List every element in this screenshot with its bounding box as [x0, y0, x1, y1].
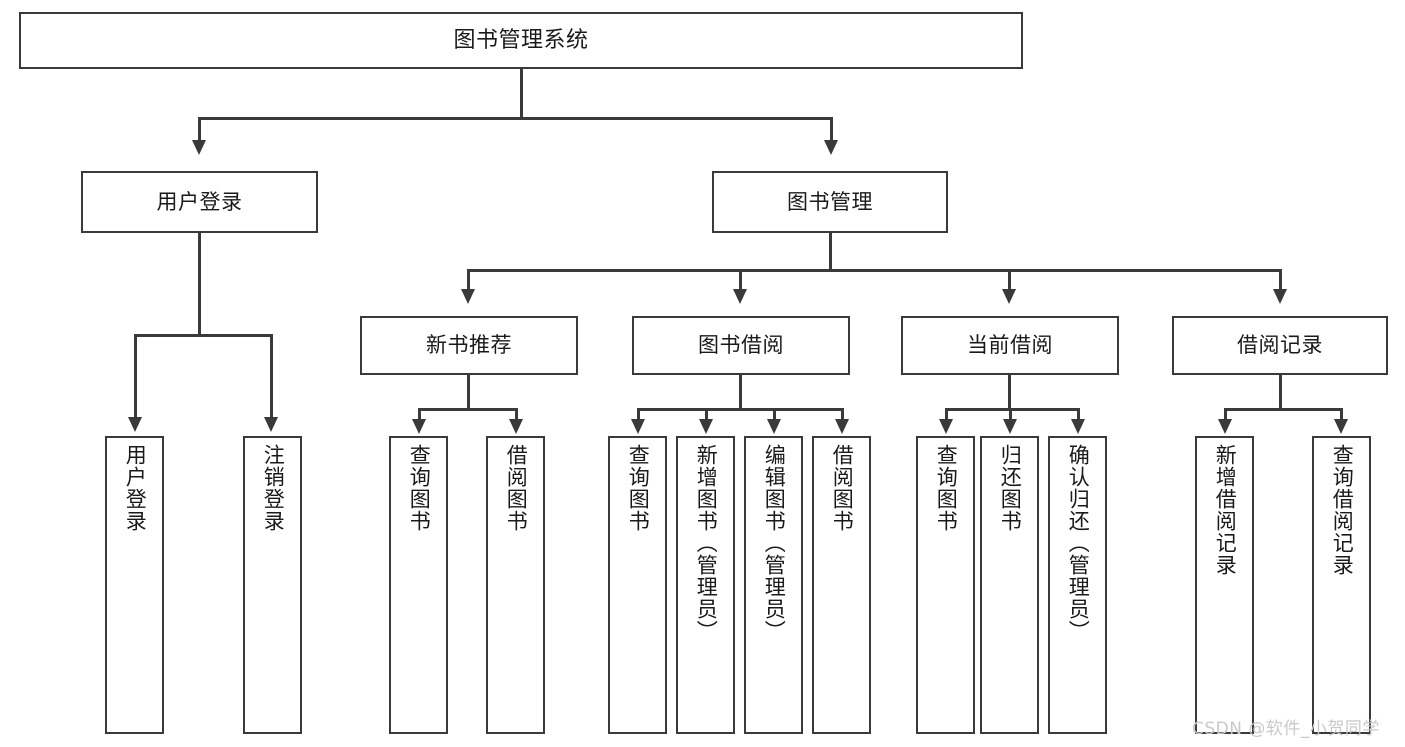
node-label: 查询借阅记录: [1330, 444, 1355, 576]
edge-user-login-stem: [198, 233, 201, 336]
edge-book-management-stem: [829, 233, 832, 270]
csdn-watermark: CSDN @软件_小贺同学: [1192, 719, 1380, 739]
edge-cb-branch-2: [1009, 408, 1012, 421]
node-leaf-query-book-3[interactable]: 查询图书: [916, 436, 975, 734]
edge-bb-branch-4: [841, 408, 844, 421]
edge-bm-branch-2: [739, 269, 742, 291]
node-label: 图书管理: [787, 189, 873, 214]
node-label: 借阅图书: [830, 444, 855, 532]
node-borrow-record[interactable]: 借阅记录: [1172, 316, 1388, 375]
node-label: 编辑图书（管理员）: [762, 444, 787, 642]
arrow-cb-leaf-2: [1003, 419, 1017, 434]
node-leaf-return-book[interactable]: 归还图书: [980, 436, 1039, 734]
node-leaf-user-login[interactable]: 用户登录: [105, 436, 164, 734]
node-label: 查询图书: [626, 444, 651, 532]
edge-nbr-bus: [418, 408, 518, 411]
edge-br-branch-1: [1224, 408, 1227, 421]
edge-bb-branch-3: [773, 408, 776, 421]
node-leaf-query-record[interactable]: 查询借阅记录: [1312, 436, 1371, 734]
node-label: 新增图书（管理员）: [694, 444, 719, 642]
edge-bb-branch-2: [705, 408, 708, 421]
edge-bb-stem: [739, 375, 742, 410]
edge-cb-bus: [945, 408, 1079, 411]
edge-bb-bus: [637, 408, 843, 411]
arrow-bb-leaf-3: [767, 419, 781, 434]
node-new-book-recommend[interactable]: 新书推荐: [360, 316, 578, 375]
arrow-root-to-book-management: [824, 140, 838, 155]
node-leaf-query-book-1[interactable]: 查询图书: [389, 436, 448, 734]
node-label: 用户登录: [156, 189, 243, 214]
arrow-bm-to-borrow-record: [1273, 289, 1287, 304]
edge-bm-branch-1: [467, 269, 470, 291]
arrow-cb-leaf-1: [939, 419, 953, 434]
arrow-user-login-leaf-1: [128, 417, 142, 432]
edge-cb-branch-3: [1077, 408, 1080, 421]
node-label: 查询图书: [407, 444, 432, 532]
arrow-nbr-leaf-2: [509, 419, 523, 434]
node-leaf-borrow-book-1[interactable]: 借阅图书: [486, 436, 545, 734]
arrow-bm-to-book-borrow: [733, 289, 747, 304]
arrow-user-login-leaf-2: [264, 417, 278, 432]
node-label: 图书借阅: [698, 333, 784, 358]
edge-root-bus: [198, 117, 832, 120]
node-label: 用户登录: [123, 444, 148, 532]
edge-user-login-branch-1: [134, 334, 137, 419]
node-label: 借阅图书: [504, 444, 529, 532]
node-label: 查询图书: [934, 444, 959, 532]
node-label: 确认归还（管理员）: [1066, 444, 1091, 642]
node-label: 当前借阅: [967, 333, 1053, 358]
node-label: 借阅记录: [1237, 333, 1323, 358]
edge-root-to-book-management: [830, 117, 833, 142]
node-leaf-add-book[interactable]: 新增图书（管理员）: [676, 436, 735, 734]
node-user-login[interactable]: 用户登录: [81, 171, 318, 233]
edge-br-stem: [1279, 375, 1282, 410]
edge-cb-branch-1: [945, 408, 948, 421]
arrow-br-leaf-1: [1218, 419, 1232, 434]
node-root-book-management-system[interactable]: 图书管理系统: [19, 12, 1023, 69]
node-label: 新书推荐: [426, 333, 512, 358]
arrow-bb-leaf-1: [631, 419, 645, 434]
node-leaf-add-record[interactable]: 新增借阅记录: [1195, 436, 1254, 734]
edge-root-stem: [520, 69, 523, 118]
edge-br-branch-2: [1340, 408, 1343, 421]
node-current-borrow[interactable]: 当前借阅: [901, 316, 1119, 375]
edge-bm-branch-4: [1279, 269, 1282, 291]
arrow-br-leaf-2: [1334, 419, 1348, 434]
arrow-bm-to-new-book-recommend: [461, 289, 475, 304]
node-label: 图书管理系统: [453, 27, 589, 53]
edge-bb-branch-1: [637, 408, 640, 421]
edge-nbr-branch-1: [418, 408, 421, 421]
edge-cb-stem: [1008, 375, 1011, 410]
arrow-cb-leaf-3: [1071, 419, 1085, 434]
edge-bm-branch-3: [1008, 269, 1011, 291]
edge-book-management-bus: [467, 269, 1281, 272]
edge-nbr-stem: [467, 375, 470, 410]
edge-user-login-branch-2: [270, 334, 273, 419]
edge-user-login-bus: [134, 334, 273, 337]
arrow-bb-leaf-2: [699, 419, 713, 434]
node-label: 注销登录: [261, 444, 286, 532]
node-book-borrow[interactable]: 图书借阅: [632, 316, 850, 375]
arrow-bb-leaf-4: [835, 419, 849, 434]
node-leaf-confirm-return[interactable]: 确认归还（管理员）: [1048, 436, 1107, 734]
edge-br-bus: [1224, 408, 1342, 411]
node-leaf-edit-book[interactable]: 编辑图书（管理员）: [744, 436, 803, 734]
arrow-root-to-user-login: [192, 140, 206, 155]
node-label: 新增借阅记录: [1213, 444, 1238, 576]
node-label: 归还图书: [998, 444, 1023, 532]
node-leaf-logout[interactable]: 注销登录: [243, 436, 302, 734]
arrow-nbr-leaf-1: [412, 419, 426, 434]
edge-nbr-branch-2: [515, 408, 518, 421]
edge-root-to-user-login: [198, 117, 201, 142]
node-leaf-query-book-2[interactable]: 查询图书: [608, 436, 667, 734]
node-leaf-borrow-book-2[interactable]: 借阅图书: [812, 436, 871, 734]
node-book-management[interactable]: 图书管理: [712, 171, 948, 233]
arrow-bm-to-current-borrow: [1002, 289, 1016, 304]
